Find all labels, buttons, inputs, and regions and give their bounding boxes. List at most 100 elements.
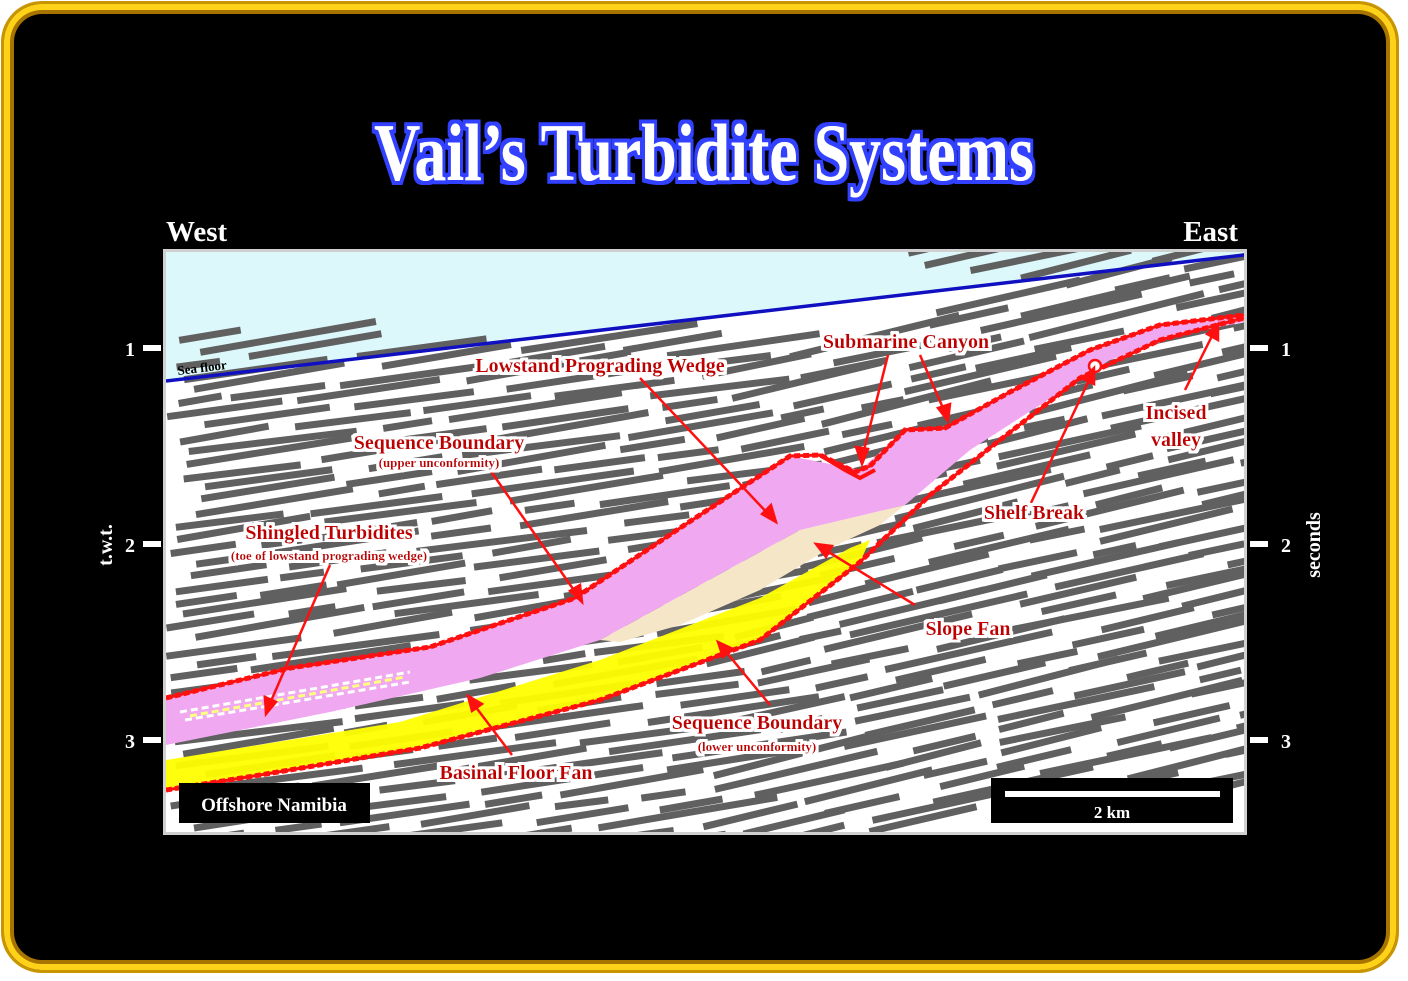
reflector-dash xyxy=(1239,710,1244,719)
reflector-dash xyxy=(998,709,1065,733)
reflector-dash xyxy=(378,482,426,498)
reflector-dash xyxy=(553,454,646,474)
reflector-dash xyxy=(1043,213,1146,236)
reflector-dash xyxy=(1126,659,1190,681)
reflector-dash xyxy=(468,660,593,684)
reflector-dash xyxy=(939,762,1026,791)
reflector-dash xyxy=(1030,539,1180,580)
reflector-dash xyxy=(1151,252,1204,265)
reflector-dash xyxy=(843,712,987,751)
reflector-dash xyxy=(199,318,377,356)
reflector-dash xyxy=(1152,702,1231,727)
reflector-dash xyxy=(731,358,883,402)
reflector-dash xyxy=(186,434,352,468)
submarine-canyon-cut xyxy=(818,453,876,481)
reflector-dash xyxy=(597,793,778,832)
shingled-turbidites-layers xyxy=(179,670,411,722)
reflector-dash xyxy=(1201,490,1244,509)
reflector-dash xyxy=(193,359,345,393)
reflector-dash xyxy=(339,362,485,390)
reflector-dash xyxy=(1105,452,1154,471)
reflector-dash xyxy=(544,858,621,871)
reflector-dash xyxy=(860,396,905,412)
reflector-dash xyxy=(1094,484,1164,509)
reflector-dash xyxy=(948,333,1002,352)
reflector-dash xyxy=(803,766,934,806)
reflector-dash xyxy=(1218,280,1244,294)
reflector-dash xyxy=(1110,395,1244,432)
reflector-dash xyxy=(166,610,255,632)
reflector-dash xyxy=(542,650,586,665)
reflector-dash xyxy=(894,472,1065,523)
scale-bar xyxy=(1005,791,1220,797)
label-incised-valley-1: Incised xyxy=(1145,402,1206,424)
reflector-dash xyxy=(354,700,465,723)
reflector-dash xyxy=(248,330,382,360)
reflector-dash xyxy=(332,608,453,637)
reflector-dash xyxy=(760,656,812,676)
reflector-dash xyxy=(279,568,325,582)
annotation-arrows xyxy=(263,321,1220,756)
reflector-dash xyxy=(559,766,704,799)
reflector-dash xyxy=(1221,343,1244,356)
left-axis-label: t.w.t. xyxy=(95,524,117,566)
reflector-dash xyxy=(705,633,815,668)
label-lowstand-wedge: Lowstand Prograding Wedge xyxy=(475,355,724,377)
reflector-dash xyxy=(1224,746,1244,758)
reflector-dash xyxy=(1099,505,1234,545)
label-shelf-break: Shelf Break xyxy=(984,502,1085,524)
reflector-dash xyxy=(903,352,1057,396)
reflector-dash xyxy=(177,392,223,407)
reflector-dash xyxy=(912,732,977,755)
label-incised-valley-2: valley xyxy=(1151,429,1201,451)
reflector-dash xyxy=(1167,414,1244,440)
reflector-dash xyxy=(608,726,762,756)
right-axis-label: seconds xyxy=(1303,512,1325,578)
reflector-dash xyxy=(528,853,573,860)
reflector-dash xyxy=(174,718,344,746)
reflector-dash xyxy=(832,338,939,367)
reflector-dash xyxy=(856,686,944,712)
reflector-dash xyxy=(647,693,820,726)
reflector-dash xyxy=(1000,724,1103,757)
reflector-dash xyxy=(849,590,1029,639)
label-slope-fan: Slope Fan xyxy=(925,618,1010,640)
reflector-dash xyxy=(1158,639,1244,665)
reflector-dash xyxy=(416,527,588,555)
reflector-dash xyxy=(742,806,846,832)
reflector-dash xyxy=(1071,625,1145,649)
reflector-dash xyxy=(320,433,461,464)
reflector-dash xyxy=(189,903,262,913)
reflector-dash xyxy=(288,603,336,618)
reflector-dash xyxy=(326,823,390,832)
reflector-dash xyxy=(296,375,441,405)
reflector-dash xyxy=(491,535,572,557)
reflector-dash xyxy=(680,686,790,709)
reflector-dash xyxy=(1020,252,1132,282)
reflector-dash xyxy=(501,405,629,431)
reflector-dash xyxy=(188,427,358,455)
reflector-dash xyxy=(536,804,629,827)
reflector-dash xyxy=(175,510,284,531)
reflector-dash xyxy=(868,803,978,832)
reflector-dash xyxy=(935,276,1081,317)
reflector-dash xyxy=(936,615,1066,653)
right-tick-2: 2 xyxy=(1281,535,1291,557)
reflector-dash xyxy=(175,575,269,596)
reflector-dash xyxy=(1092,541,1137,559)
reflector-dash xyxy=(953,531,1005,550)
reflector-dash xyxy=(1034,486,1185,530)
reflector-dash xyxy=(671,728,848,762)
reflector-dash xyxy=(1232,322,1244,332)
reflector-dash xyxy=(448,389,623,424)
label-submarine-canyon: Submarine Canyon xyxy=(823,331,989,353)
reflector-dash xyxy=(354,693,424,710)
reflector-dash xyxy=(1019,573,1137,608)
reflector-dash xyxy=(1158,524,1244,551)
reflector-dash xyxy=(974,344,1073,372)
reflector-dash xyxy=(997,549,1078,573)
reflector-dash xyxy=(1016,647,1079,668)
reflector-dash xyxy=(477,848,538,857)
